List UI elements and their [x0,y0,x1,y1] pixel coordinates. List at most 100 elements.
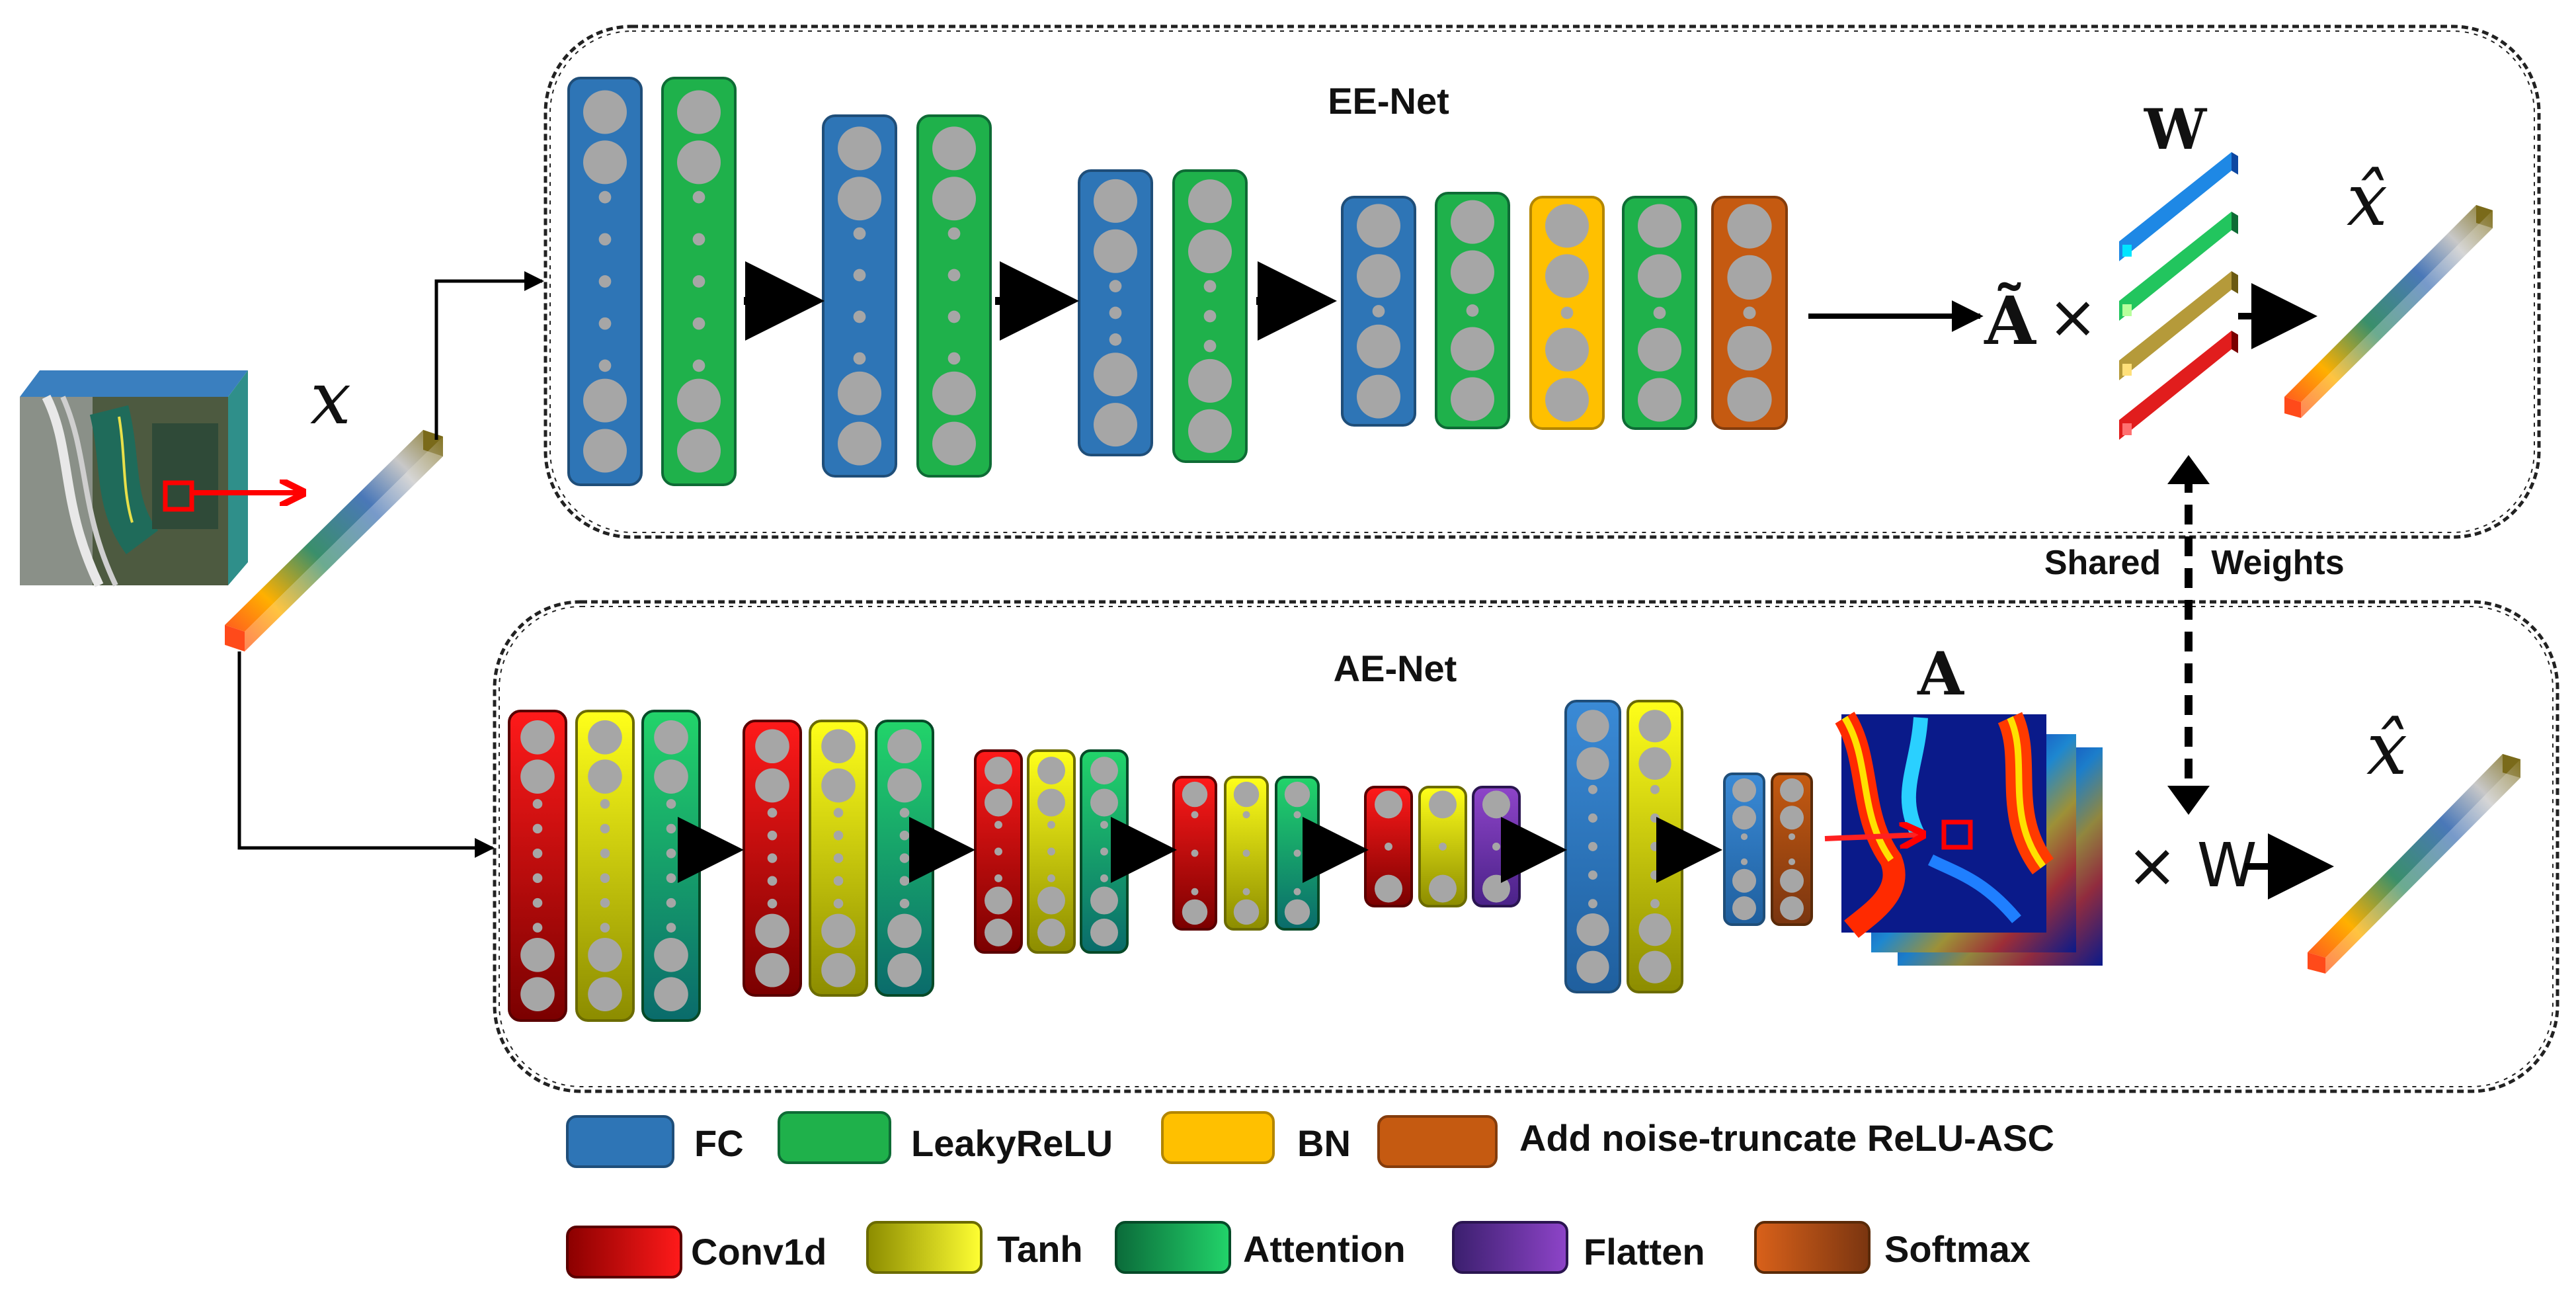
neuron-node [1466,304,1479,317]
neuron-node [1094,229,1137,273]
ee-net-title: EE-Net [1328,80,1449,122]
neuron-node [1740,858,1748,866]
neuron-node [899,898,910,909]
neuron-node [899,808,910,818]
neuron-node [1727,326,1772,371]
neuron-node [1182,899,1208,925]
neuron-node [532,848,543,858]
neuron-node [692,275,705,288]
neuron-node [1357,254,1400,298]
neuron-node [1545,254,1589,298]
legend-item-fc: FC [566,1115,744,1168]
neuron-node [1650,842,1660,851]
neuron-node [1233,781,1260,808]
svg-text:Softmax: Softmax [1884,1228,2031,1270]
neuron-node [1188,230,1232,274]
neuron-node [1191,811,1199,819]
neuron-node [1357,324,1400,368]
neuron-node [1293,888,1301,896]
abundance-symbol: A [1917,639,1964,709]
neuron-node [853,269,866,282]
neuron-node [1638,950,1671,983]
neuron-node [1732,868,1756,893]
neuron-node [654,759,688,794]
connector-to-ee-net [434,271,544,440]
ae-attention-4 [1275,776,1320,931]
svg-text:Tanh: Tanh [997,1228,1083,1270]
neuron-node [1037,886,1065,915]
legend-item-leakyrelu: LeakyReLU [778,1111,1113,1164]
neuron-node [1451,327,1494,371]
neuron-node [600,799,610,809]
shared-label: Shared [2044,544,2161,582]
neuron-node [1357,204,1400,248]
neuron-node [1588,842,1597,851]
neuron-node [1203,310,1217,323]
neuron-node [853,227,866,240]
neuron-node [1560,306,1574,319]
neuron-node [838,177,881,221]
neuron-node [1588,870,1597,880]
neuron-node [1047,847,1055,856]
ae-multiply-weights: × W [2126,830,2257,901]
ae-conv1d-2 [743,720,802,997]
neuron-node [899,830,910,841]
neuron-node [932,371,976,415]
hyperspectral-cube-image [20,370,248,588]
neuron-node [598,359,612,372]
neuron-node [1727,377,1772,422]
neuron-node [588,759,622,794]
neuron-node [1482,874,1510,903]
neuron-node [1650,813,1660,823]
neuron-node [532,799,543,809]
neuron-node [600,898,610,908]
ae-net-panel [493,600,2559,1093]
neuron-node [677,429,721,473]
ee-output-spectrum-bar [2284,205,2493,418]
legend: FC LeakyReLU BN Add noise-truncate ReLU-… [566,1111,2054,1278]
neuron-node [1090,918,1118,946]
neuron-node [1188,179,1232,224]
neuron-node [1732,778,1756,802]
neuron-node [1429,790,1457,819]
neuron-node [1482,790,1510,819]
neuron-node [1638,254,1681,298]
neuron-node [887,952,922,987]
neuron-node [853,310,866,323]
svg-text:FC: FC [694,1122,744,1164]
neuron-node [1740,833,1748,841]
neuron-node [755,952,789,987]
ae-tanh-1 [575,710,635,1022]
neuron-node [1293,849,1301,857]
neuron-node [1638,747,1671,780]
ae-tanh-5 [1418,786,1467,907]
neuron-node [1576,710,1609,743]
neuron-node [755,913,789,948]
neuron-node [985,886,1012,915]
neuron-node [821,913,856,948]
neuron-node [1451,377,1494,421]
neuron-node [1727,255,1772,300]
ae-conv1d-3 [974,749,1023,954]
neuron-node [532,823,543,834]
neuron-node [985,757,1012,785]
svg-text:Add noise-truncate ReLU-ASC: Add noise-truncate ReLU-ASC [1519,1117,2054,1159]
neuron-node [1576,747,1609,780]
neuron-node [838,371,881,415]
neuron-node [692,359,705,372]
ae-conv1d-1 [508,710,567,1022]
neuron-node [692,317,705,330]
neuron-node [1588,784,1597,794]
neuron-node [520,759,555,794]
ae-conv1d-4 [1172,776,1217,931]
neuron-node [838,421,881,466]
neuron-node [833,808,844,818]
svg-text:LeakyReLU: LeakyReLU [911,1122,1113,1164]
neuron-node [1576,913,1609,946]
neuron-node [1638,913,1671,946]
weights-symbol: W [2144,97,2208,162]
neuron-node [588,720,622,755]
neuron-node [1732,896,1756,921]
neuron-node [666,799,676,809]
neuron-node [598,233,612,246]
